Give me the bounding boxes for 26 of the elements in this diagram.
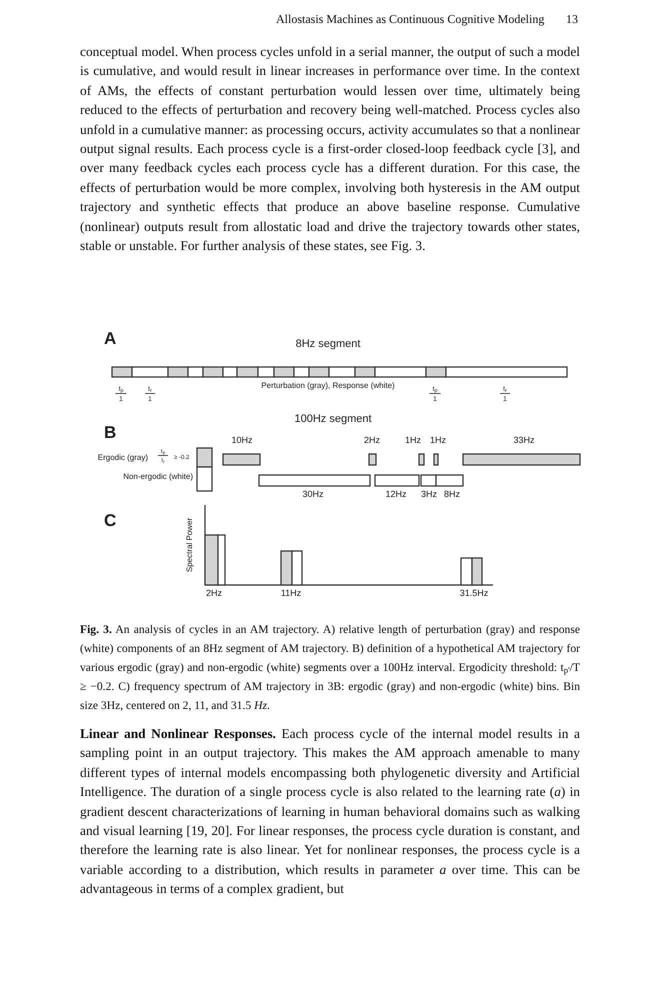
frequency-label: 8Hz bbox=[444, 490, 460, 499]
frequency-label: 12Hz bbox=[386, 490, 406, 499]
body-paragraph: conceptual model. When process cycles unfold in a serial manner, the output of such a model is cumulative, and would result in linear increases in performance over time. In the context of AMs, the effects of constant perturbation would lessen over time, ultimately being reduced to the effects of perturbation and recovery being well-matched. Process cycles also unfold in a cumulative manner: as processing occurs, activity accumulates so that a nonlinear output signal results. Each process cycle is a first-order closed-loop feedback cycle [3], and over many feedback cycles each process cycle has a different duration. For this case, the effects of perturbation would be more complex, involving both hysteresis in the AM output trajectory and synthetic effects that produce an above baseline response. Cumulative (nonlinear) outputs result from allostatic load and drive the trajectory towards other states, stable or unstable. For further analysis of these states, see Fig. 3. bbox=[80, 43, 580, 256]
legend-text: Perturbation (gray), Response (white) bbox=[261, 382, 395, 390]
body-paragraph: Linear and Nonlinear Responses. Each process cycle of the internal model results in a sampling point in an output trajectory. This makes the AM approach amenable to many different types of internal models encompassing both phylogenetic diversity and Artificial Intelligence. The duration of a single process cycle is also related to the learning rate (a) in gradient descent characterizations of learning in human behavioral domains such as walking and visual learning [19, 20]. For linear responses, the process cycle duration is constant, and therefore the learning rate is also linear. Yet for nonlinear responses, the process cycle is a variable according to a distribution, which results in parameter a over time. This can be advantageous in terms of a complex gradient, but bbox=[80, 725, 580, 898]
figure-caption: Fig. 3. An analysis of cycles in an AM trajectory. A) relative length of perturbation (gray) and response (white) components of an 8Hz segment of AM trajectory. B) definition of a hypothetical AM trajectory for various ergodic (gray) and non-ergodic (white) segments over a 100Hz interval. Ergodicity threshold: t$_{p'}$/T ≥ −0.2. C) frequency spectrum of AM trajectory in 3B: ergodic (gray) and non-ergodic (white) bins. Bin size 3Hz, centered on 2, 11, and 31.5 Hz. bbox=[80, 622, 580, 714]
panel-letter: B bbox=[104, 424, 116, 441]
frequency-label: 33Hz bbox=[514, 436, 534, 445]
axis-tick-label: 31.5Hz bbox=[460, 589, 488, 598]
legend-text: Non-ergodic (white) bbox=[123, 473, 193, 481]
panel-letter: A bbox=[104, 330, 116, 347]
segment-title: 8Hz segment bbox=[296, 339, 360, 350]
frequency-label: 2Hz bbox=[364, 436, 380, 445]
axis-title: Spectral Power bbox=[186, 518, 194, 572]
frequency-label: 30Hz bbox=[302, 490, 324, 499]
running-header: Allostasis Machines as Continuous Cognitive Modeling bbox=[276, 11, 544, 28]
legend-text: Ergodic (gray) bbox=[98, 454, 148, 462]
panel-letter: C bbox=[104, 512, 116, 529]
axis-tick-label: 11Hz bbox=[280, 589, 302, 598]
frequency-label: 1Hz bbox=[430, 436, 446, 445]
frequency-label: 1Hz bbox=[405, 436, 421, 445]
frequency-label: 3Hz bbox=[421, 490, 437, 499]
segment-title: 100Hz segment bbox=[294, 414, 372, 425]
axis-tick-label: 2Hz bbox=[206, 589, 222, 598]
frequency-label: 10Hz bbox=[232, 436, 252, 445]
page-number: 13 bbox=[566, 11, 578, 28]
